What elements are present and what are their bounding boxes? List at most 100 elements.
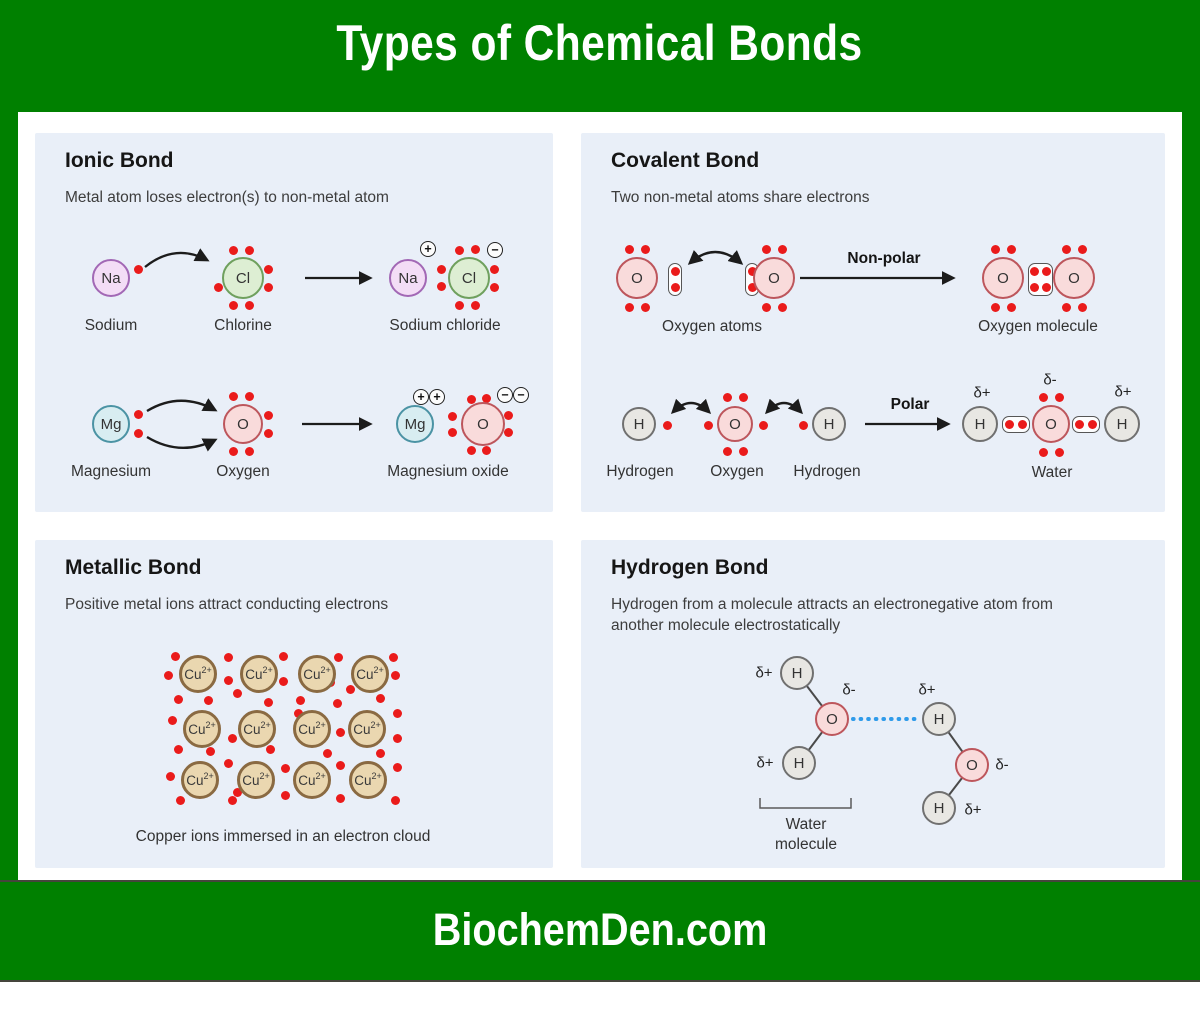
diagram-label: Oxygen bbox=[216, 463, 270, 480]
atom-na: Na bbox=[389, 259, 427, 297]
electron-dot bbox=[1004, 419, 1014, 429]
electron-dot bbox=[1029, 282, 1039, 292]
atom-h: H bbox=[922, 702, 956, 736]
electron-dot bbox=[1054, 447, 1064, 457]
diagram-label: Non-polar bbox=[847, 250, 921, 267]
electron-dot bbox=[758, 420, 768, 430]
electron-dot bbox=[390, 670, 400, 680]
electron-dot bbox=[436, 264, 446, 274]
electron-dot bbox=[1061, 302, 1071, 312]
diagram-label: molecule bbox=[774, 836, 838, 853]
charge-badge: + bbox=[429, 389, 445, 405]
diagram-label: Oxygen bbox=[710, 463, 764, 480]
electron-dot bbox=[454, 245, 464, 255]
diagram-label: Hydrogen bbox=[606, 463, 674, 480]
panel-metallic: Metallic Bond Positive metal ions attrac… bbox=[35, 540, 553, 868]
electron-dot bbox=[232, 787, 242, 797]
atom-o: O bbox=[1032, 405, 1070, 443]
charge-badge: + bbox=[420, 241, 436, 257]
electron-dot bbox=[278, 651, 288, 661]
diagram-label: Oxygen atoms bbox=[662, 318, 762, 335]
electron-dot bbox=[1041, 266, 1051, 276]
ionic-title: Ionic Bond bbox=[65, 149, 174, 172]
electron-dot bbox=[263, 282, 273, 292]
electron-dot bbox=[335, 760, 345, 770]
electron-dot bbox=[263, 264, 273, 274]
footer-band: BiochemDen.com bbox=[0, 880, 1200, 982]
atom-o: O bbox=[616, 257, 658, 299]
electron-dot bbox=[265, 744, 275, 754]
electron-dot bbox=[244, 300, 254, 310]
diagram-label: Oxygen molecule bbox=[978, 318, 1098, 335]
electron-dot bbox=[263, 697, 273, 707]
electron-dot bbox=[203, 695, 213, 705]
electron-dot bbox=[703, 420, 713, 430]
atom-o: O bbox=[461, 402, 505, 446]
electron-dot bbox=[227, 733, 237, 743]
atom-mg: Mg bbox=[92, 405, 130, 443]
atom-h: H bbox=[780, 656, 814, 690]
atom-h: H bbox=[782, 746, 816, 780]
electron-dot bbox=[167, 715, 177, 725]
electron-dot bbox=[1061, 244, 1071, 254]
atom-h: H bbox=[962, 406, 998, 442]
electron-dot bbox=[489, 282, 499, 292]
electron-dot bbox=[295, 695, 305, 705]
electron-dot bbox=[165, 771, 175, 781]
electron-dot bbox=[375, 693, 385, 703]
electron-dot bbox=[244, 446, 254, 456]
atom-o: O bbox=[717, 406, 753, 442]
electron-dot bbox=[1017, 419, 1027, 429]
electron-dot bbox=[481, 393, 491, 403]
electron-dot bbox=[470, 300, 480, 310]
atom-o: O bbox=[955, 748, 989, 782]
electron-dot bbox=[205, 746, 215, 756]
atom-h: H bbox=[922, 791, 956, 825]
electron-dot bbox=[392, 708, 402, 718]
electron-dot bbox=[747, 266, 757, 276]
atom-cl: Cl bbox=[222, 257, 264, 299]
electron-dot bbox=[263, 428, 273, 438]
electron-dot bbox=[777, 244, 787, 254]
electron-dot bbox=[244, 245, 254, 255]
electron-dot bbox=[133, 428, 143, 438]
atom-o: O bbox=[753, 257, 795, 299]
diagram-label: Water bbox=[1031, 464, 1073, 481]
diagram-label: Magnesium bbox=[70, 463, 152, 480]
electron-dot bbox=[1029, 266, 1039, 276]
electron-dot bbox=[280, 763, 290, 773]
panel-hydrogen: Hydrogen Bond Hydrogen from a molecule a… bbox=[581, 540, 1165, 868]
electron-dot bbox=[332, 698, 342, 708]
covalent-title: Covalent Bond bbox=[611, 149, 760, 172]
electron-dot bbox=[481, 445, 491, 455]
metallic-title: Metallic Bond bbox=[65, 556, 202, 579]
hydrogen-title: Hydrogen Bond bbox=[611, 556, 769, 579]
electron-dot bbox=[1074, 419, 1084, 429]
electron-dot bbox=[345, 684, 355, 694]
delta-label: δ+ bbox=[964, 801, 982, 819]
electron-dot bbox=[392, 762, 402, 772]
electron-dot bbox=[1038, 392, 1048, 402]
electron-dot bbox=[223, 652, 233, 662]
diagram-label: Magnesium oxide bbox=[387, 463, 509, 480]
atom-o: O bbox=[982, 257, 1024, 299]
electron-dot bbox=[170, 651, 180, 661]
electron-dot bbox=[738, 392, 748, 402]
electron-dot bbox=[722, 446, 732, 456]
electron-dot bbox=[228, 245, 238, 255]
charge-badge: − bbox=[487, 242, 503, 258]
electron-dot bbox=[322, 748, 332, 758]
charge-badge: + bbox=[413, 389, 429, 405]
page-title: Types of Chemical Bonds bbox=[336, 15, 864, 71]
electron-dot bbox=[173, 744, 183, 754]
electron-dot bbox=[722, 392, 732, 402]
